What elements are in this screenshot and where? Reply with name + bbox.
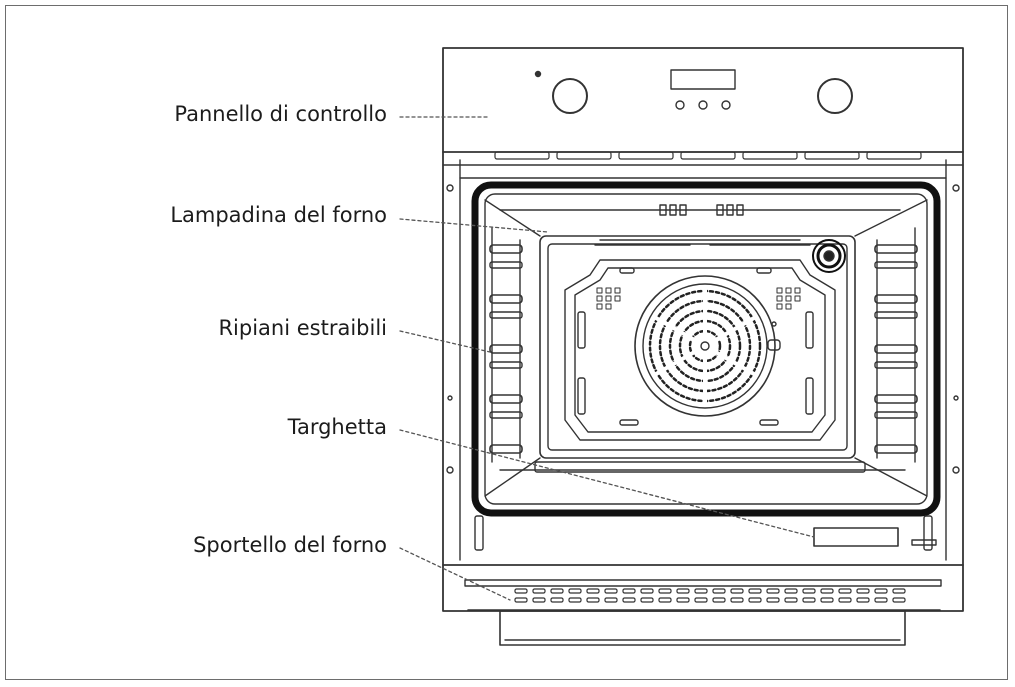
leader-lines <box>399 116 815 601</box>
leader-oven-lamp <box>399 218 549 233</box>
leader-rating-plate <box>399 429 815 538</box>
leader-shelf-supports <box>399 330 491 353</box>
door-gasket <box>471 181 941 517</box>
right-shelf-supports <box>874 227 918 463</box>
diagram-frame <box>5 5 1008 680</box>
convection-fan <box>634 275 776 417</box>
back-panel <box>564 259 836 441</box>
oven-cavity <box>484 199 928 497</box>
rating-plate <box>813 527 899 547</box>
label-oven-lamp: Lampadina del forno <box>170 203 387 227</box>
control-panel <box>442 47 964 153</box>
label-shelf-supports: Ripiani estraibili <box>218 316 387 340</box>
top-element <box>594 204 811 246</box>
left-shelf-supports <box>489 227 523 463</box>
label-control-panel: Pannello di controllo <box>174 102 387 126</box>
oven-door <box>442 564 964 646</box>
oven-body <box>442 151 964 566</box>
label-oven-door: Sportello del forno <box>193 533 387 557</box>
vent-slots <box>494 151 922 160</box>
oven-lamp <box>812 239 846 273</box>
leader-oven-door <box>399 547 511 601</box>
label-rating-plate: Targhetta <box>287 415 387 439</box>
door-hinges <box>474 515 937 551</box>
door-vent-slots <box>514 588 906 603</box>
